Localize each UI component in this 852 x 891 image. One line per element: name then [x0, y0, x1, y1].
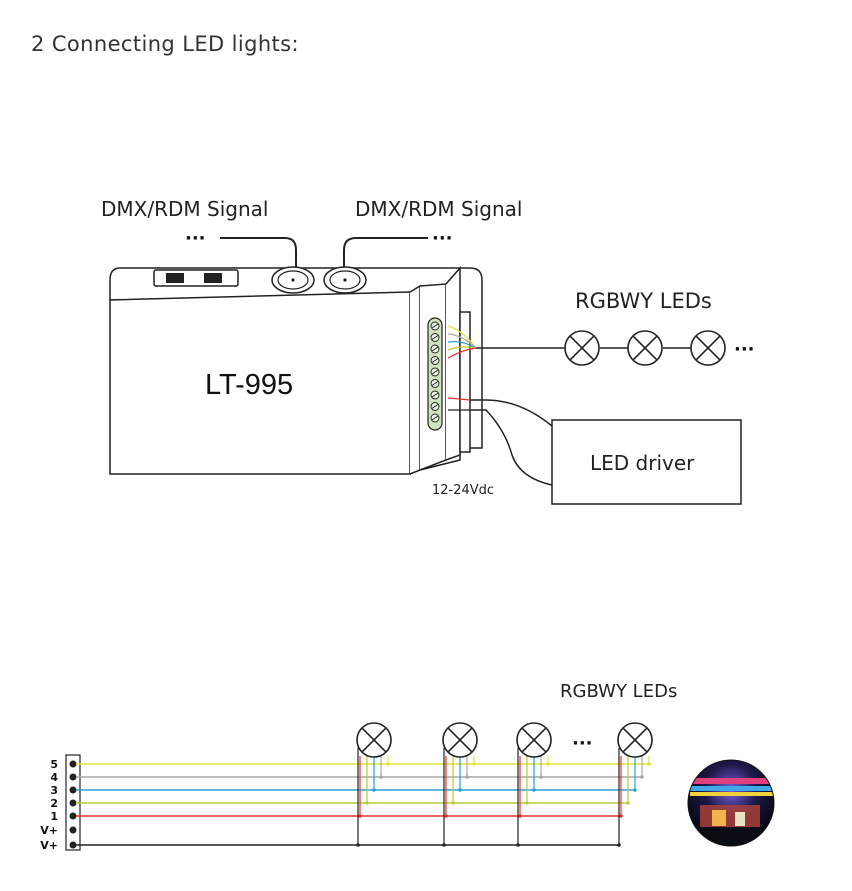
- led-driver-label: LED driver: [590, 451, 695, 475]
- junction-dot: [356, 843, 360, 847]
- signal-out-cable: [343, 237, 428, 272]
- bottom-leds-ellipsis: ···: [572, 733, 593, 754]
- terminal-label: 4: [50, 771, 58, 784]
- terminal-label: 2: [50, 797, 58, 810]
- top-leds-ellipsis: ···: [734, 339, 755, 360]
- terminal-wire: [447, 346, 477, 351]
- facade-photo-frame: [687, 759, 775, 847]
- junction-dot: [532, 788, 536, 792]
- terminal-dot: [69, 760, 77, 768]
- terminal-screw: [430, 321, 440, 331]
- junction-dot: [640, 775, 644, 779]
- terminal-label: 5: [50, 758, 58, 771]
- junction-dot: [442, 843, 446, 847]
- terminal-screw: [430, 390, 440, 400]
- terminal-screw: [430, 356, 440, 365]
- junction-dot: [539, 775, 543, 779]
- terminal-label: 1: [50, 810, 58, 823]
- junction-dot: [633, 788, 637, 792]
- xlr-port-in: [271, 266, 315, 294]
- led-lamp-icon: [516, 722, 552, 758]
- junction-dot: [626, 801, 630, 805]
- junction-dot: [386, 762, 390, 766]
- signal-in-cable: [220, 237, 297, 272]
- lt-995-device: [109, 266, 483, 475]
- terminal-label: V+: [40, 824, 58, 837]
- top-leds-label: RGBWY LEDs: [575, 289, 712, 313]
- terminal-screw: [430, 402, 440, 411]
- terminal-wires: [447, 325, 477, 411]
- voltage-label: 12-24Vdc: [432, 483, 494, 498]
- terminal-screw: [430, 333, 440, 342]
- junction-dot: [546, 762, 550, 766]
- terminal-dot: [69, 799, 77, 807]
- terminal-dot: [69, 773, 77, 781]
- signal-in-label: DMX/RDM Signal: [101, 197, 268, 221]
- device-label: LT-995: [205, 369, 293, 401]
- terminal-dot: [69, 786, 77, 794]
- junction-dot: [619, 814, 623, 818]
- led-driver-box: [551, 419, 742, 505]
- rj45-port-2: [204, 273, 222, 283]
- terminal-screw: [430, 413, 440, 423]
- junction-dot: [372, 788, 376, 792]
- junction-dot: [518, 814, 522, 818]
- led-lamp-icon: [627, 330, 663, 366]
- junction-dot: [472, 762, 476, 766]
- junction-dot: [365, 801, 369, 805]
- terminal-wire: [447, 333, 477, 349]
- bottom-leds-label: RGBWY LEDs: [560, 681, 677, 702]
- driver-wire-pos: [470, 399, 553, 427]
- junction-dot: [358, 814, 362, 818]
- terminal-label: 3: [50, 784, 58, 797]
- led-lamp-icon: [617, 722, 653, 758]
- terminal-wire: [447, 341, 477, 349]
- junction-dot: [647, 762, 651, 766]
- led-lamp-icon: [442, 722, 478, 758]
- junction-dot: [444, 814, 448, 818]
- junction-dot: [516, 843, 520, 847]
- led-lamp-icon: [356, 722, 392, 758]
- signal-out-label: DMX/RDM Signal: [355, 197, 522, 221]
- section-title: 2 Connecting LED lights:: [31, 32, 299, 56]
- junction-dot: [379, 775, 383, 779]
- bus-wires: [76, 748, 651, 847]
- junction-dot: [617, 843, 621, 847]
- led-lamp-icon: [564, 330, 600, 366]
- junction-dot: [465, 775, 469, 779]
- signal-out-ellipsis: ···: [432, 228, 453, 249]
- junction-dot: [525, 801, 529, 805]
- terminal-screw: [430, 367, 440, 377]
- xlr-port-out: [323, 266, 367, 294]
- terminal-dot: [69, 841, 77, 849]
- junction-dot: [451, 801, 455, 805]
- terminal-wire: [447, 347, 477, 359]
- terminal-screw: [430, 379, 440, 388]
- rj45-port-1: [166, 273, 184, 283]
- driver-wire-neg: [470, 409, 553, 486]
- terminal-screw: [430, 344, 440, 354]
- terminal-dot: [69, 826, 77, 834]
- led-lamp-icon: [690, 330, 726, 366]
- terminal-dot: [69, 812, 77, 820]
- terminal-screws: [430, 321, 440, 423]
- signal-in-ellipsis: ···: [185, 228, 206, 249]
- power-wire-pos: [447, 397, 471, 401]
- junction-dot: [458, 788, 462, 792]
- terminal-label: V+: [40, 839, 58, 852]
